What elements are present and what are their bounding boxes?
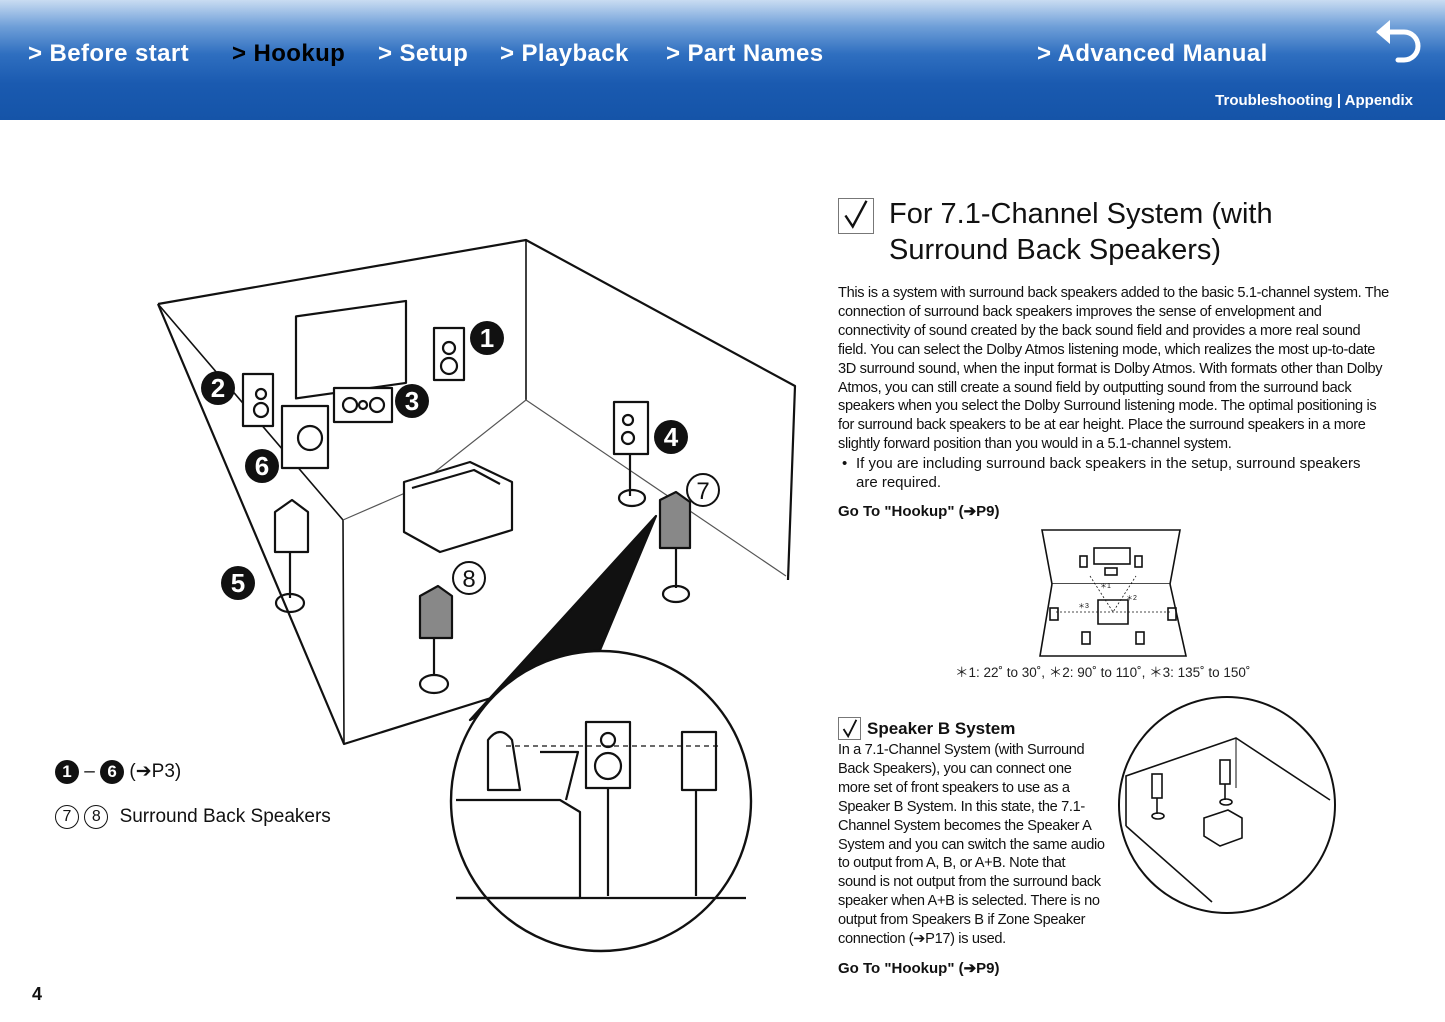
marker-8: 8 — [462, 566, 475, 593]
legend-surround-back: 7 8 Surround Back Speakers — [55, 805, 331, 829]
nav-part-names[interactable]: > Part Names — [666, 40, 824, 67]
legend-dash: – — [84, 761, 95, 783]
speaker-b-body: In a 7.1-Channel System (with Surround B… — [838, 742, 1105, 948]
legend-num-6: 6 — [100, 760, 125, 784]
legend-surround-back-label: Surround Back Speakers — [119, 806, 331, 828]
section-title: For 7.1-Channel System (with Surround Ba… — [889, 198, 1273, 266]
marker-3: 3 — [405, 386, 419, 416]
mini-mark-2: ＊2 — [1126, 595, 1137, 602]
marker-5: 5 — [231, 568, 245, 598]
checkmark-icon — [838, 198, 874, 234]
legend-num-1: 1 — [55, 760, 79, 784]
bullet-dot-icon: • — [842, 455, 848, 472]
subnav: Troubleshooting | Appendix — [1215, 92, 1413, 109]
marker-2: 2 — [211, 373, 225, 403]
mini-mark-1: ＊1 — [1100, 583, 1111, 590]
nav-before-start[interactable]: > Before start — [28, 40, 189, 67]
page-number: 4 — [32, 984, 43, 1004]
speaker-b-title: Speaker B System — [867, 719, 1016, 738]
troubleshooting-link[interactable]: Troubleshooting — [1215, 92, 1333, 109]
marker-6: 6 — [255, 451, 269, 481]
section-body: This is a system with surround back spea… — [838, 285, 1389, 453]
speaker-b-illustration — [1118, 696, 1336, 914]
speaker-markers: 1 2 3 4 5 6 7 8 — [201, 321, 720, 600]
subnav-separator: | — [1336, 92, 1342, 109]
nav-playback[interactable]: > Playback — [500, 40, 629, 67]
marker-4: 4 — [664, 422, 679, 452]
appendix-link[interactable]: Appendix — [1344, 92, 1413, 109]
bullet-text: If you are including surround back speak… — [856, 455, 1361, 491]
nav-advanced-manual[interactable]: > Advanced Manual — [1037, 40, 1268, 67]
room-back-walls — [157, 238, 797, 581]
header-bar — [0, 0, 1445, 120]
goto-hookup-link-2[interactable]: Go To "Hookup" (➔P9) — [838, 960, 1000, 977]
checkmark-small-icon — [838, 717, 861, 740]
marker-1: 1 — [480, 323, 494, 353]
legend-ref[interactable]: (➔P3) — [129, 761, 182, 783]
legend-num-8: 8 — [84, 805, 109, 829]
goto-hookup-link[interactable]: Go To "Hookup" (➔P9) — [838, 503, 1000, 520]
mini-mark-3: ＊3 — [1078, 603, 1089, 610]
nav-hookup[interactable]: > Hookup — [232, 40, 346, 67]
speaker-angle-diagram: ＊1 ＊2 ＊3 — [1039, 529, 1187, 657]
tv-screen — [294, 299, 408, 400]
nav-setup[interactable]: > Setup — [378, 40, 469, 67]
angle-note: ＊1: 22˚ to 30˚, ＊2: 90˚ to 110˚, ＊3: 135… — [955, 665, 1251, 680]
back-arrow-icon[interactable] — [1372, 16, 1426, 64]
legend-front-speakers: 1 – 6 (➔P3) — [55, 760, 181, 784]
section-bullet: • If you are including surround back spe… — [842, 454, 1362, 492]
legend-num-7: 7 — [55, 805, 79, 829]
marker-7: 7 — [696, 478, 709, 505]
